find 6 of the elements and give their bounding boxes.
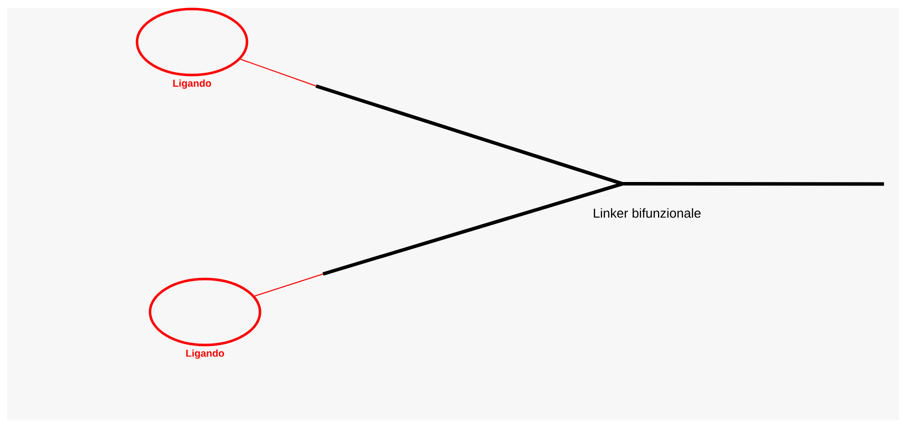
node-caption: Ligando xyxy=(173,79,212,89)
node-caption: Ligando xyxy=(186,349,224,359)
linker-arm xyxy=(254,182,624,296)
linker-arm xyxy=(240,58,624,186)
linker-arm xyxy=(622,182,884,186)
linker-label: Linker bifunzionale xyxy=(594,208,701,218)
